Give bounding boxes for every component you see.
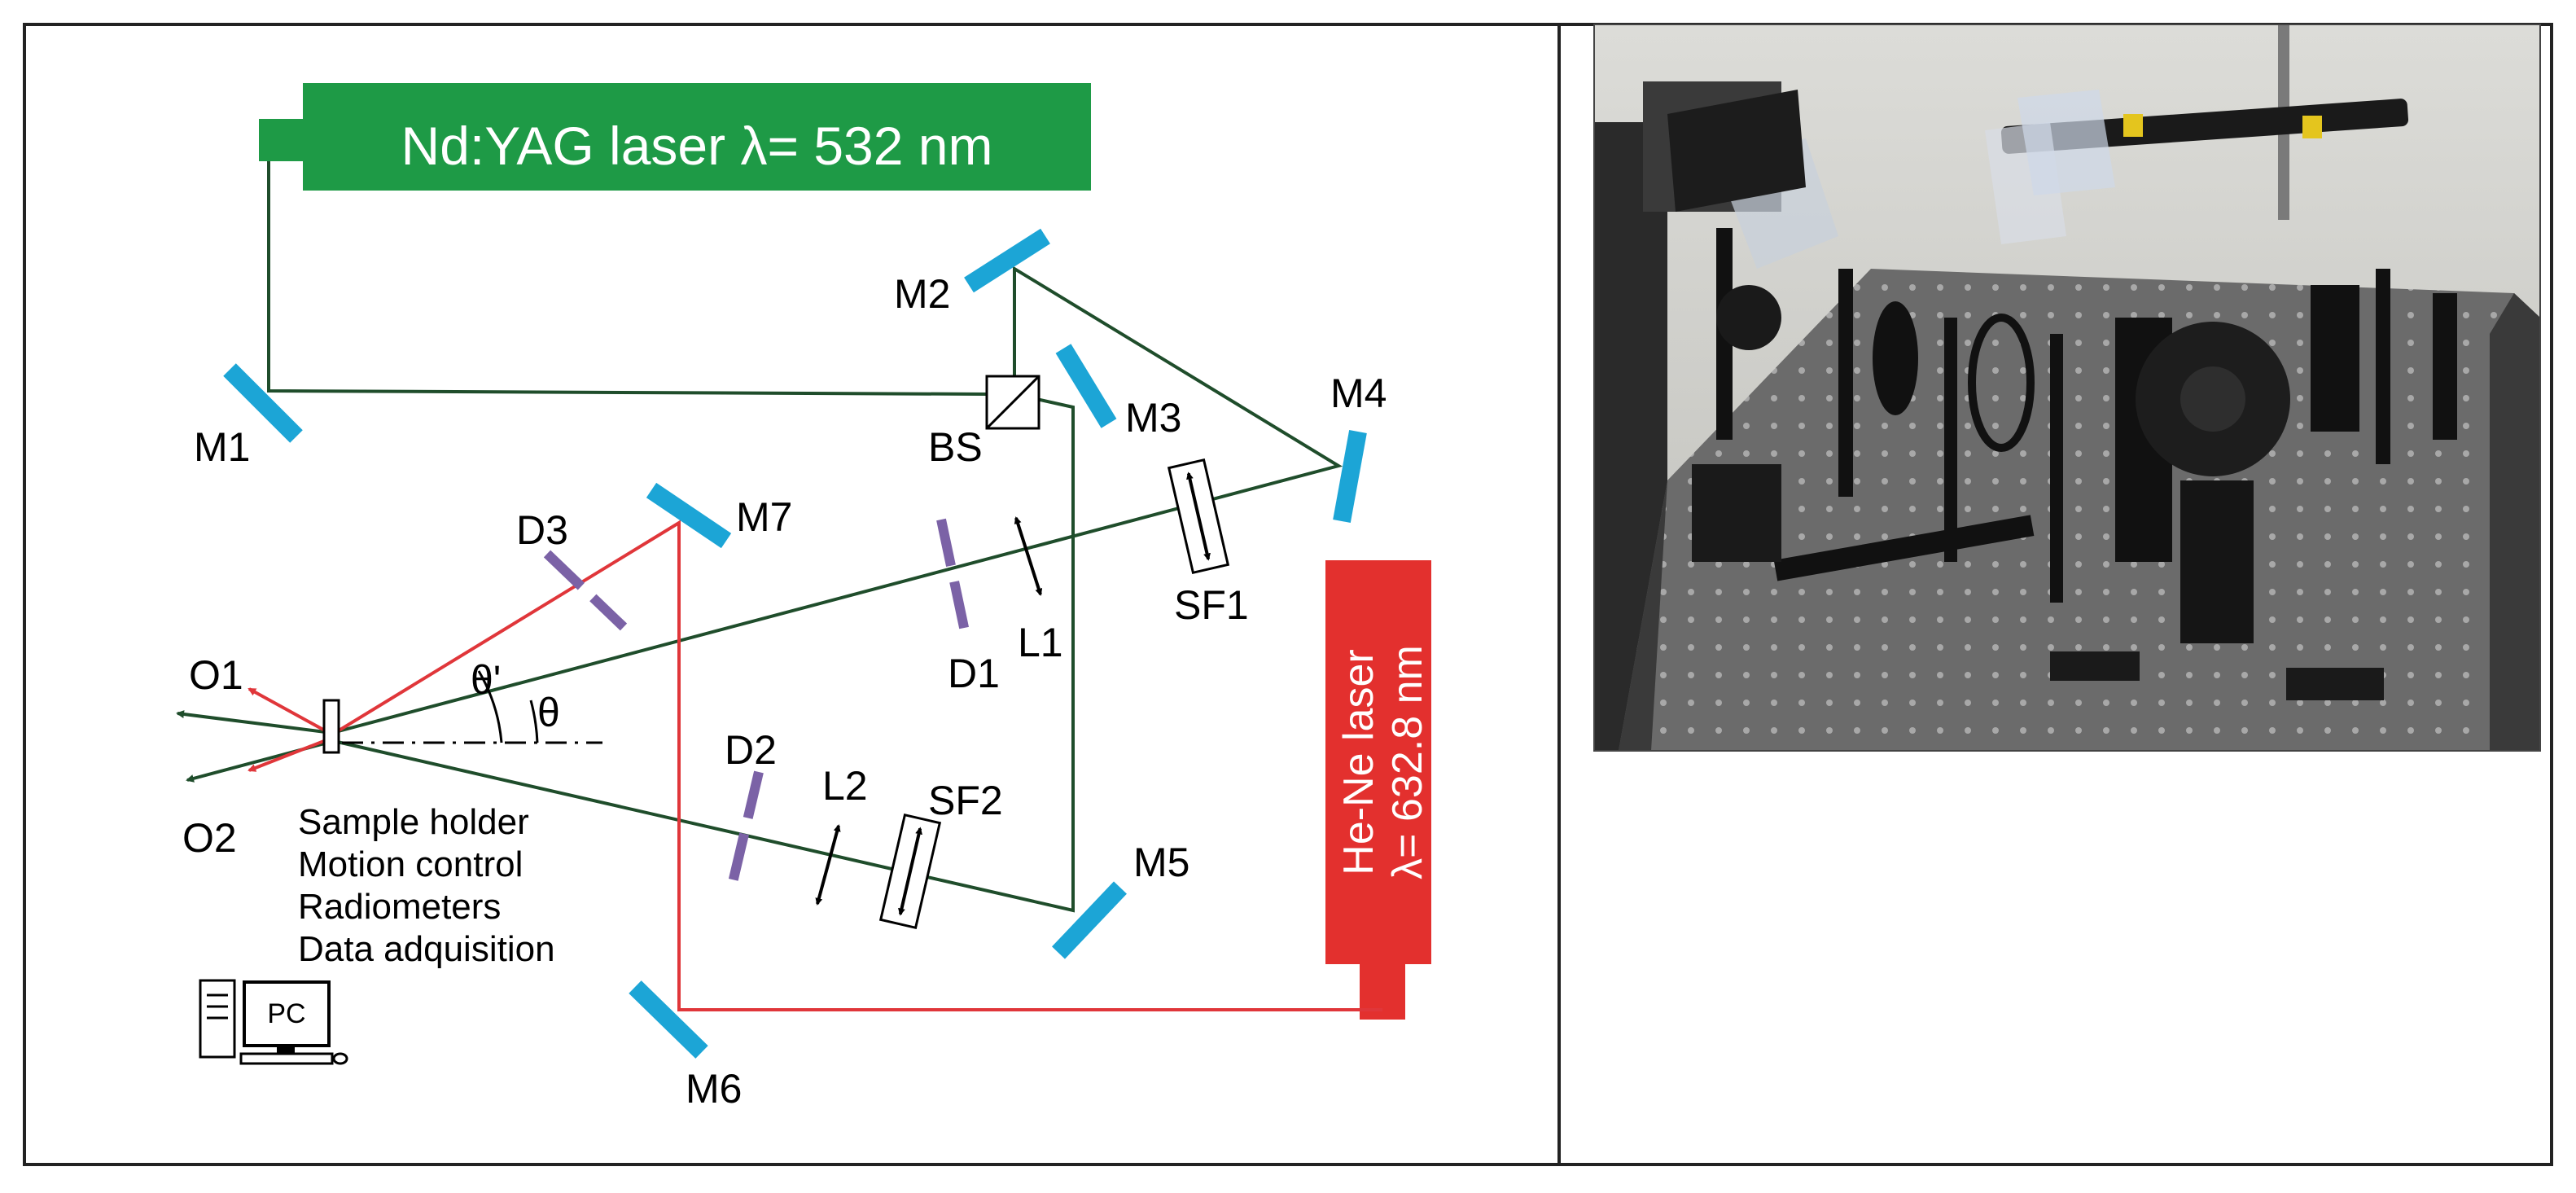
label-sf2: SF2 xyxy=(928,778,1003,823)
diaphragm-d2 xyxy=(726,770,764,891)
label-m1: M1 xyxy=(194,424,250,470)
he-ne-laser-label-line2: λ= 632.8 nm xyxy=(1384,645,1431,879)
label-m4: M4 xyxy=(1330,371,1387,416)
label-l1: L1 xyxy=(1018,620,1063,665)
sample-info-line: Motion control xyxy=(298,844,523,884)
he-ne-laser: He-Ne laser λ= 632.8 nm xyxy=(1325,560,1431,1020)
label-d2: D2 xyxy=(725,727,777,773)
diaphragm-d1 xyxy=(936,518,970,637)
label-m5: M5 xyxy=(1133,840,1189,885)
mirror-m5 xyxy=(1052,881,1127,959)
spatial-filter-sf2 xyxy=(878,813,942,930)
schematic-panel: Nd:YAG laser λ= 532 nm He-Ne laser λ= 63… xyxy=(176,83,1431,1112)
diaphragm-d3 xyxy=(543,550,628,631)
nd-yag-laser-label: Nd:YAG laser λ= 532 nm xyxy=(401,116,993,176)
label-m6: M6 xyxy=(686,1066,742,1112)
red-beam-path xyxy=(248,520,1382,1011)
he-ne-laser-label-line1: He-Ne laser xyxy=(1335,649,1382,875)
spatial-filter-sf1 xyxy=(1167,458,1230,575)
lab-photo xyxy=(1593,24,2541,752)
sample-info-line: Data adquisition xyxy=(298,929,555,969)
label-sf1: SF1 xyxy=(1174,582,1249,628)
angle-reference xyxy=(342,670,602,744)
label-m2: M2 xyxy=(894,271,950,317)
label-bs: BS xyxy=(928,424,983,470)
label-d1: D1 xyxy=(948,651,1000,696)
lab-photo-frame xyxy=(1593,24,2541,752)
pc-icon: PC xyxy=(199,979,348,1065)
lens-l2 xyxy=(815,824,841,906)
lenses xyxy=(815,516,1043,906)
mirror-m1 xyxy=(223,363,303,443)
green-beam-path xyxy=(176,161,1343,913)
mirror-m6 xyxy=(629,980,708,1059)
mirror-m7 xyxy=(646,482,732,549)
label-l2: L2 xyxy=(822,763,868,809)
beam-splitter xyxy=(985,375,1040,430)
lens-l1 xyxy=(1014,516,1043,596)
sample-info-line: Radiometers xyxy=(298,887,501,927)
sample-info-line: Sample holder xyxy=(298,802,529,842)
mirror-m4 xyxy=(1333,430,1367,523)
label-o1: O1 xyxy=(189,652,243,698)
figure-border xyxy=(23,23,2553,1166)
pc-label: PC xyxy=(267,998,305,1029)
diaphragms xyxy=(543,518,970,891)
sample-holder xyxy=(322,699,340,754)
mirror-m3 xyxy=(1055,344,1117,428)
mirror-m2 xyxy=(964,228,1050,293)
theta-prime-label: θ' xyxy=(471,657,501,703)
label-o2: O2 xyxy=(182,815,237,861)
theta-label: θ xyxy=(537,690,560,735)
mirrors xyxy=(223,228,1367,1059)
nd-yag-laser: Nd:YAG laser λ= 532 nm xyxy=(259,83,1091,191)
label-m7: M7 xyxy=(736,494,792,540)
label-m3: M3 xyxy=(1125,395,1181,441)
label-d3: D3 xyxy=(516,507,568,553)
sample-info: Sample holder Motion control Radiometers… xyxy=(298,802,555,969)
